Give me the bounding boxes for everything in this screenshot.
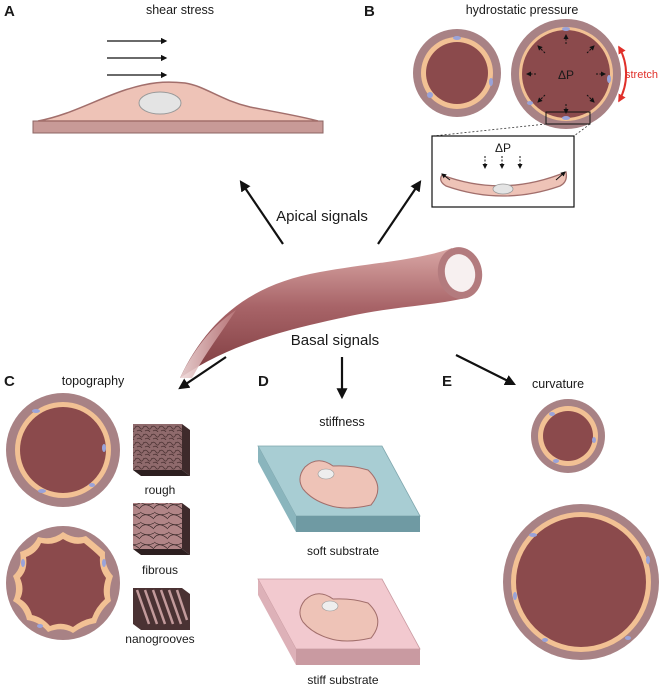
texture-label-rough: rough <box>145 483 176 497</box>
panel-d-title: stiffness <box>319 415 365 429</box>
panel-e-title: curvature <box>532 377 584 391</box>
panel-a: A shear stress <box>4 3 324 134</box>
vessel-body <box>180 248 466 378</box>
zoom-line <box>573 123 591 137</box>
zoom-line <box>432 123 547 137</box>
panel-d: D stiffness soft substrate stiff substra… <box>257 373 421 687</box>
panel-b-title: hydrostatic pressure <box>466 3 579 17</box>
vessel-cross-section-large <box>503 504 659 660</box>
vessel-lumen <box>444 254 476 292</box>
arrow-to-a <box>239 180 284 245</box>
stiff-substrate <box>257 578 421 665</box>
arrow-to-c <box>178 356 227 390</box>
arrow-to-e <box>455 354 516 385</box>
spread-cell <box>299 593 379 642</box>
basal-signals-label: Basal signals <box>291 332 379 349</box>
panel-letter-a: A <box>4 3 15 20</box>
inset-delta-p-label: ΔP <box>495 141 511 155</box>
nanogrooves-texture <box>133 588 190 630</box>
rough-texture <box>133 424 190 476</box>
nucleus <box>492 183 514 195</box>
flow-arrows <box>107 37 168 79</box>
panel-letter-b: B <box>364 3 375 20</box>
texture-label-fibrous: fibrous <box>142 563 178 577</box>
nucleus <box>138 91 182 115</box>
arrow-to-b <box>377 180 422 245</box>
stretch-label: stretch <box>625 69 658 81</box>
inset-box: ΔP <box>431 135 575 208</box>
zoom-box <box>545 111 591 125</box>
substrate <box>32 120 324 134</box>
signal-arrows <box>178 180 516 400</box>
vessel-cross-section-small <box>531 399 605 473</box>
stretched-cell <box>440 171 568 197</box>
panel-c-title: topography <box>62 374 125 388</box>
panel-c: C topography rough <box>4 373 195 646</box>
fibrous-texture <box>133 503 190 555</box>
substrate-label-soft: soft substrate <box>307 544 379 558</box>
panel-e: E curvature <box>442 373 659 660</box>
panel-letter-d: D <box>258 373 269 390</box>
stretch-arrow <box>618 45 628 103</box>
soft-substrate <box>257 445 421 532</box>
vessel-cross-section-pressurised: ΔP <box>511 19 621 129</box>
vessel-cross-section-wavy <box>6 526 120 640</box>
panel-a-title: shear stress <box>146 3 214 17</box>
delta-p-label: ΔP <box>558 68 574 82</box>
apical-signals-label: Apical signals <box>276 208 368 225</box>
substrate-label-stiff: stiff substrate <box>307 673 378 687</box>
vessel-cross-section-smooth <box>6 393 120 507</box>
panel-letter-c: C <box>4 373 15 390</box>
texture-label-nanogrooves: nanogrooves <box>125 632 194 646</box>
vessel-cross-section-normal <box>413 29 501 117</box>
central-vessel <box>180 247 483 378</box>
panel-letter-e: E <box>442 373 452 390</box>
panel-b: B hydrostatic pressure <box>364 3 658 208</box>
